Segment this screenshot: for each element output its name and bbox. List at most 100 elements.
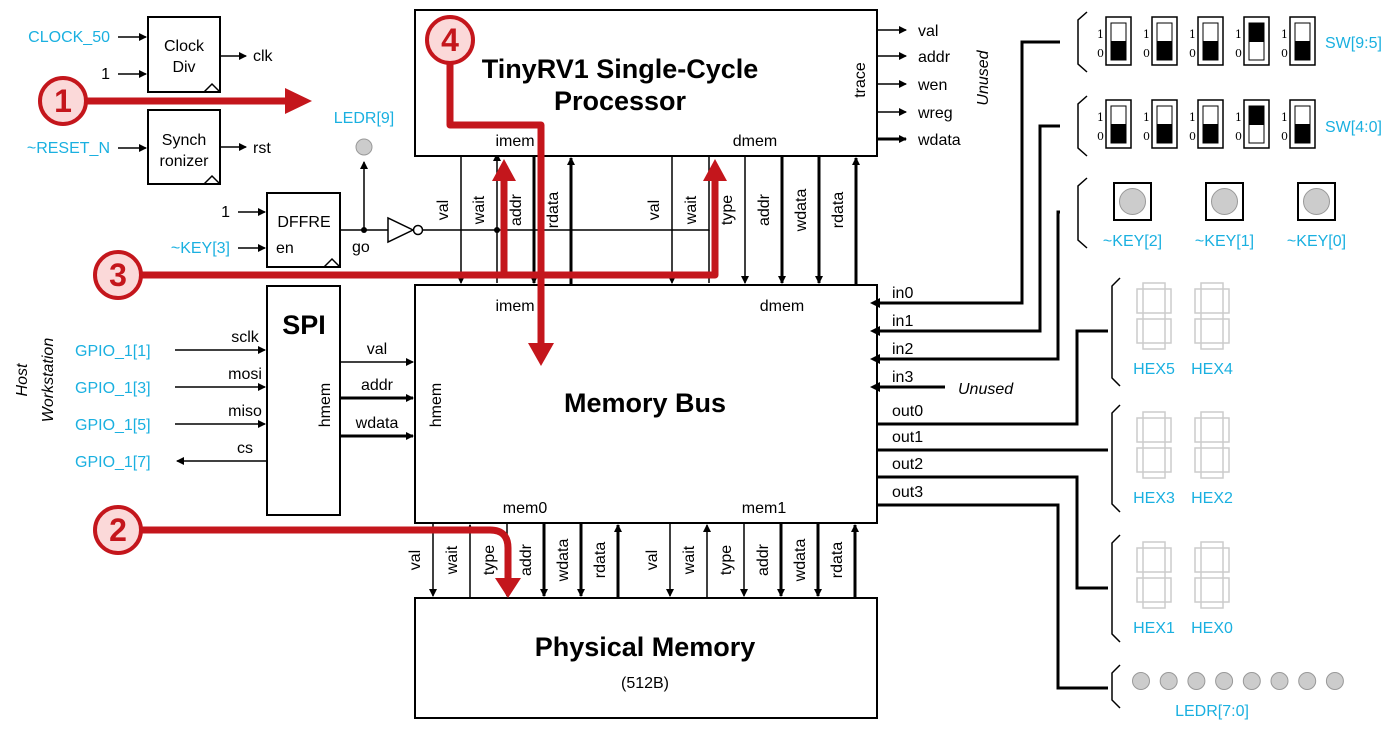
key3-label: ~KEY[3] xyxy=(171,240,230,257)
sw95-switch-2[interactable]: 10 xyxy=(1189,16,1224,66)
switch-zero-label: 0 xyxy=(1189,47,1196,60)
segment xyxy=(1164,318,1172,344)
dffre-en-label: en xyxy=(276,240,294,257)
peripheral-wiring xyxy=(877,11,1121,709)
switch-lever xyxy=(1295,41,1310,60)
processor-trace-label: trace xyxy=(852,62,869,98)
processor-dmem-label: dmem xyxy=(733,133,777,150)
arrowhead xyxy=(870,326,880,336)
switch-one-label: 1 xyxy=(1143,28,1150,41)
processor-imem-label: imem xyxy=(495,133,534,150)
switch-zero-label: 0 xyxy=(1235,130,1242,143)
switch-one-label: 1 xyxy=(1235,111,1242,124)
imem-rdata-label: rdata xyxy=(545,192,562,229)
mem0-wait-label: wait xyxy=(444,545,461,575)
hmem-addr-label: addr xyxy=(361,377,394,394)
sw40-switch-2[interactable]: 10 xyxy=(1189,99,1224,149)
imem-wait-label: wait xyxy=(471,195,488,225)
sw40-switch-1[interactable]: 10 xyxy=(1143,99,1178,149)
switch-zero-label: 0 xyxy=(1143,130,1150,143)
seven-seg-digit xyxy=(1136,411,1172,479)
segment xyxy=(1200,411,1224,419)
sw40-switch-4[interactable]: 10 xyxy=(1281,99,1316,149)
annotation-number: 1 xyxy=(54,83,72,119)
trace-wreg-label: wreg xyxy=(917,105,953,122)
clk-label: clk xyxy=(253,48,274,65)
switch-zero-label: 0 xyxy=(1281,47,1288,60)
reset-n-label: ~RESET_N xyxy=(27,140,110,157)
switch-zero-label: 0 xyxy=(1097,130,1104,143)
segment xyxy=(1164,577,1172,603)
trace-wen-label: wen xyxy=(917,77,947,94)
clockdiv-one-label: 1 xyxy=(101,66,110,83)
segment xyxy=(1194,417,1202,443)
segment xyxy=(1200,601,1224,609)
segment xyxy=(1200,571,1224,579)
annotation-2 xyxy=(141,526,521,598)
sw95-switch-4[interactable]: 10 xyxy=(1281,16,1316,66)
key-cap xyxy=(1303,188,1330,215)
mem1-type-label: type xyxy=(718,545,735,575)
segment xyxy=(1142,571,1166,579)
ledr-led-0 xyxy=(1325,672,1344,690)
ledr-led-5 xyxy=(1187,672,1206,690)
annotation-1 xyxy=(86,88,312,114)
switch-lever xyxy=(1249,23,1264,42)
bus-imem-label: imem xyxy=(495,298,534,315)
dffre-block: DFFRE en 1 ~KEY[3] go xyxy=(171,152,710,268)
bus-in2-label: in2 xyxy=(892,341,913,358)
bus-out0-label: out0 xyxy=(892,403,923,420)
bus-in1-label: in1 xyxy=(892,313,913,330)
gpio-label: GPIO_1[5] xyxy=(75,417,151,434)
dffre-title: DFFRE xyxy=(277,214,330,231)
badge-circle xyxy=(38,76,88,126)
sw40-switch-3[interactable]: 10 xyxy=(1235,99,1270,149)
sw95-switch-0[interactable]: 10 xyxy=(1097,16,1132,66)
segment xyxy=(1142,541,1166,549)
segment xyxy=(1142,601,1166,609)
segment xyxy=(1200,441,1224,449)
switch-one-label: 1 xyxy=(1097,111,1104,124)
segment xyxy=(1200,312,1224,320)
annotation-badge-2: 2 xyxy=(93,505,143,555)
switch-one-label: 1 xyxy=(1143,111,1150,124)
key-button-0[interactable]: ~KEY[2] xyxy=(1103,182,1162,250)
annotation-number: 2 xyxy=(109,512,127,548)
sw95-switch-3[interactable]: 10 xyxy=(1235,16,1270,66)
trace-unused-label: Unused xyxy=(975,49,992,105)
bus-out1-label: out1 xyxy=(892,429,923,446)
bus-in0-label: in0 xyxy=(892,285,913,302)
switch-lever xyxy=(1157,41,1172,60)
key-button-2[interactable]: ~KEY[0] xyxy=(1287,182,1346,250)
spi-sclk-label: sclk xyxy=(231,329,260,346)
sw95-switch-1[interactable]: 10 xyxy=(1143,16,1178,66)
spi-cs-label: cs xyxy=(237,440,253,457)
segment xyxy=(1142,282,1166,290)
switch-one-label: 1 xyxy=(1189,28,1196,41)
ledr-led-7 xyxy=(1132,672,1150,690)
mem1-rdata-label: rdata xyxy=(829,542,846,579)
segment xyxy=(1142,411,1166,419)
sw40-switch-0[interactable]: 10 xyxy=(1097,99,1132,149)
clock-div-title: Clock xyxy=(164,38,205,55)
segment xyxy=(1194,288,1202,314)
segment xyxy=(1194,447,1202,473)
hmem-val-label: val xyxy=(367,341,387,358)
key-button-1[interactable]: ~KEY[1] xyxy=(1195,182,1254,250)
annotation-number: 4 xyxy=(441,22,459,58)
switch-lever xyxy=(1111,41,1126,60)
segment xyxy=(1222,318,1230,344)
segment xyxy=(1222,417,1230,443)
ledr-led-3 xyxy=(1242,672,1261,690)
badge-circle xyxy=(425,15,475,65)
gpio-label: GPIO_1[1] xyxy=(75,343,151,360)
switch-zero-label: 0 xyxy=(1097,47,1104,60)
switch-one-label: 1 xyxy=(1235,28,1242,41)
arrowhead xyxy=(870,354,880,364)
segment xyxy=(1200,282,1224,290)
hex-label: HEX1 xyxy=(1133,620,1175,637)
segment xyxy=(1222,577,1230,603)
